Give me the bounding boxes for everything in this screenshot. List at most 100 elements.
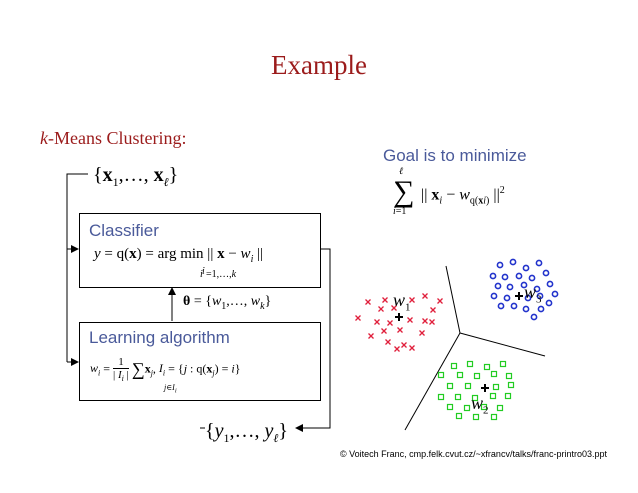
- red-point: [381, 328, 387, 334]
- blue-point: [522, 305, 530, 313]
- slide-title: Example: [271, 50, 367, 80]
- blue-point: [524, 294, 532, 302]
- boundary-1: [445, 265, 461, 334]
- classifier-label: Classifier: [89, 221, 159, 240]
- blue-point: [509, 258, 517, 266]
- centroid-label-w3: w3w3: [524, 282, 542, 306]
- input-arrow-classifier: [66, 173, 88, 253]
- centroid-label-w2: w2w2: [471, 393, 489, 417]
- learning-label: Learning algorithm: [89, 328, 230, 347]
- green-point: [507, 381, 515, 389]
- red-point: [437, 298, 443, 304]
- blue-point: [522, 264, 530, 272]
- red-point: [385, 339, 391, 345]
- red-point: [409, 345, 415, 351]
- blue-point: [528, 274, 536, 282]
- green-point: [437, 371, 445, 379]
- green-point: [472, 413, 480, 421]
- red-point: [401, 342, 407, 348]
- centroid-label-w1: w1w1: [393, 290, 411, 314]
- blue-point: [536, 292, 544, 300]
- blue-point: [496, 261, 504, 269]
- output-arrow: [295, 248, 331, 432]
- green-point: [464, 382, 472, 390]
- classifier-equation: y = q(x) = arg min || x − wi || i: [94, 246, 264, 277]
- blue-point: [551, 290, 559, 298]
- red-point: [397, 327, 403, 333]
- green-point: [492, 383, 500, 391]
- classifier-box: Classifier y = q(x) = arg min || x − wi …: [79, 213, 321, 288]
- green-point: [490, 370, 498, 378]
- green-point: [504, 392, 512, 400]
- blue-point: [530, 313, 538, 321]
- cluster-red: [355, 293, 443, 352]
- green-point: [454, 393, 462, 401]
- learning-equation: wi = 1 | Ii | ∑xj, Ii = {j : q(xj) = i}: [90, 356, 241, 384]
- red-point: [387, 320, 393, 326]
- red-point: [422, 318, 428, 324]
- red-point: [391, 305, 397, 311]
- red-point: [407, 317, 413, 323]
- subtitle: k-Means Clustering:: [40, 128, 186, 149]
- blue-point: [535, 259, 543, 267]
- blue-point: [542, 269, 550, 277]
- boundary-2: [459, 332, 546, 357]
- cluster-green: [437, 360, 515, 421]
- green-point: [499, 360, 507, 368]
- green-point: [450, 362, 458, 370]
- green-point: [466, 360, 474, 368]
- green-point: [483, 363, 491, 371]
- output-set: {y1,…, yℓ}: [205, 420, 288, 445]
- boundary-3: [404, 332, 461, 431]
- blue-point: [510, 302, 518, 310]
- blue-point: [506, 283, 514, 291]
- blue-point: [533, 285, 541, 293]
- red-point: [368, 333, 374, 339]
- red-point: [429, 319, 435, 325]
- red-point: [394, 346, 400, 352]
- red-point: [374, 319, 380, 325]
- red-point: [419, 330, 425, 336]
- red-point: [365, 299, 371, 305]
- blue-point: [515, 272, 523, 280]
- blue-point: [503, 294, 511, 302]
- green-point: [446, 403, 454, 411]
- credit-text: © Voitech Franc, cmp.felk.cvut.cz/~xfran…: [340, 449, 607, 459]
- classifier-index: i: [200, 269, 203, 280]
- green-point: [473, 372, 481, 380]
- red-point: [409, 297, 415, 303]
- subtitle-k: k: [40, 128, 48, 148]
- red-point: [430, 307, 436, 313]
- green-point: [471, 394, 479, 402]
- red-point: [378, 306, 384, 312]
- centroids: [395, 292, 523, 392]
- subtitle-rest: -Means Clustering:: [48, 128, 187, 148]
- green-point: [437, 393, 445, 401]
- red-point: [355, 315, 361, 321]
- blue-point: [501, 273, 509, 281]
- blue-point: [490, 292, 498, 300]
- green-point: [463, 404, 471, 412]
- blue-point: [537, 305, 545, 313]
- green-point: [480, 403, 488, 411]
- goal-text: Goal is to minimize: [383, 146, 527, 165]
- green-point: [490, 413, 498, 421]
- blue-point: [546, 280, 554, 288]
- classifier-index-range: =1,…,k: [206, 269, 237, 280]
- learning-box: Learning algorithm wi = 1 | Ii | ∑xj, Ii…: [79, 322, 321, 401]
- green-point: [455, 412, 463, 420]
- red-point: [382, 297, 388, 303]
- input-set: {x1,…, xℓ}: [93, 164, 179, 189]
- cluster-blue: [489, 258, 559, 321]
- blue-point: [545, 299, 553, 307]
- theta-params: θ = {w1,…, wk}: [183, 294, 272, 312]
- green-point: [489, 392, 497, 400]
- green-point: [446, 382, 454, 390]
- learning-sum-index: j∈Ii: [164, 383, 177, 395]
- red-point: [422, 293, 428, 299]
- blue-point: [520, 281, 528, 289]
- blue-point: [489, 272, 497, 280]
- green-point: [456, 371, 464, 379]
